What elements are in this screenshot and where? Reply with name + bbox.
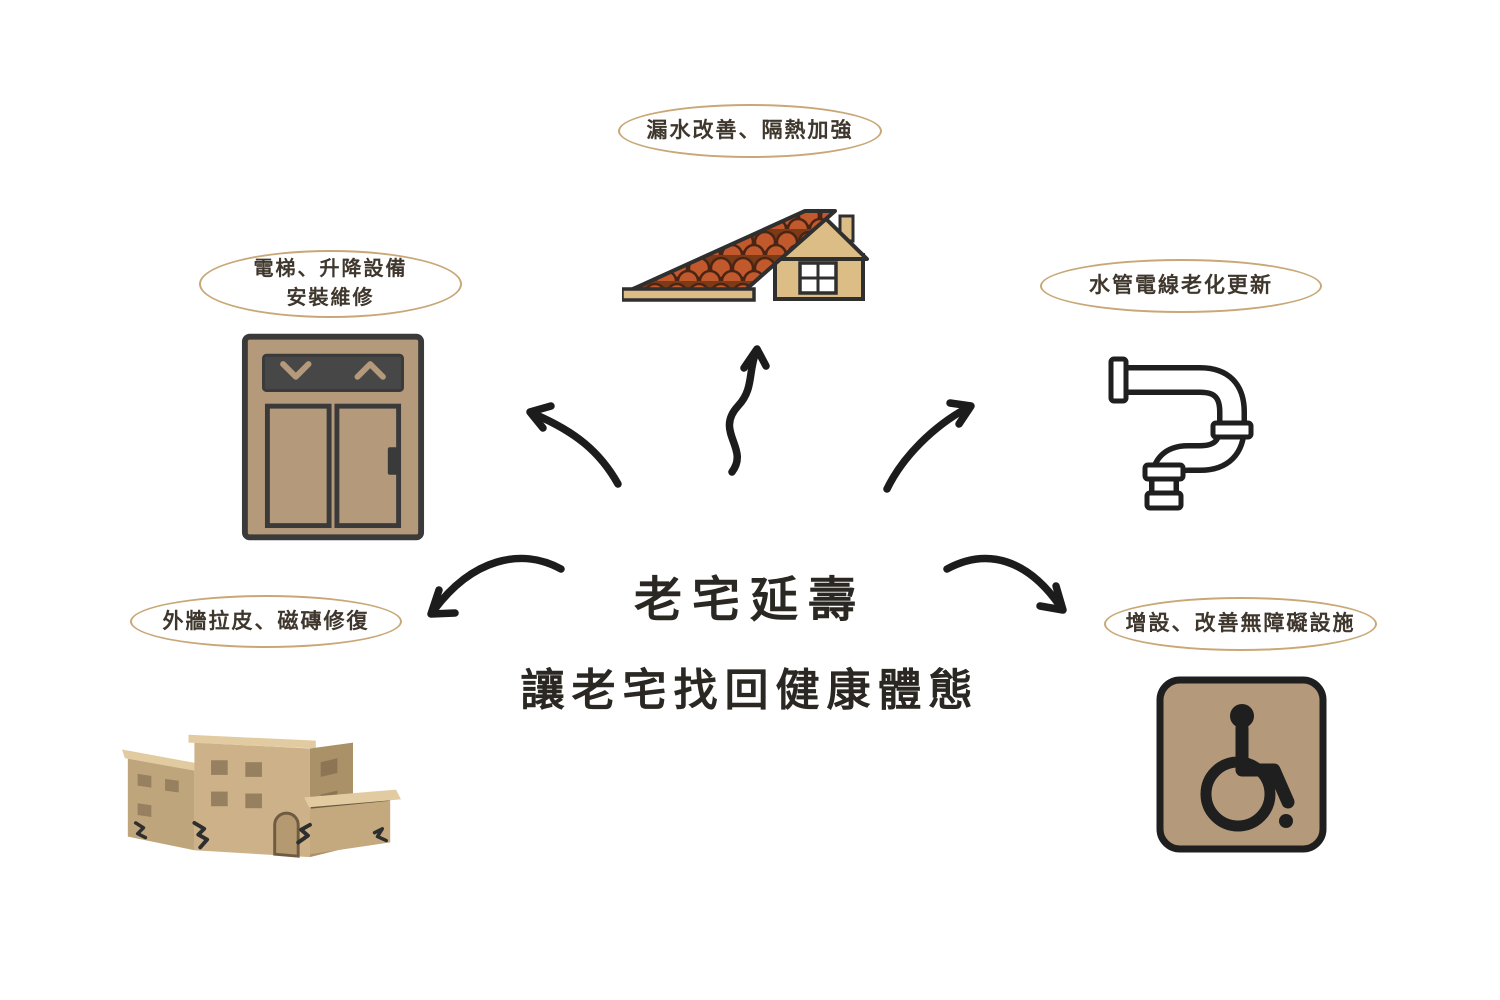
center-title: 老宅延壽 讓老宅找回健康體態 — [521, 560, 980, 718]
arrow-to-roof — [725, 348, 760, 476]
arrow-to-pipes-head — [946, 399, 975, 428]
label-barrier-free-facilities-text: 增設、改善無障礙設施 — [1125, 612, 1356, 636]
center-title-line1: 老宅延壽 — [633, 574, 866, 627]
label-elevator-line1: 電梯、升降設備 — [253, 258, 408, 280]
water-pipes-icon — [1092, 338, 1268, 516]
arrow-to-elevator — [530, 410, 622, 488]
label-pipe-wire-renewal-text: 水管電線老化更新 — [1089, 274, 1273, 298]
center-title-line2: 讓老宅找回健康體態 — [520, 666, 980, 715]
elevator-icon — [240, 330, 426, 544]
wheelchair-accessibility-icon — [1154, 674, 1329, 855]
label-leak-insulation-text: 漏水改善、隔熱加強 — [646, 119, 854, 143]
arrow-to-building — [430, 554, 565, 614]
label-facade-tile-repair-text: 外牆拉皮、磁磚修復 — [162, 609, 370, 633]
tiled-roof-house-icon — [622, 203, 874, 303]
arrow-to-roof-head — [740, 345, 770, 372]
label-leak-insulation: 漏水改善、隔熱加強 — [618, 104, 882, 158]
label-barrier-free-facilities: 增設、改善無障礙設施 — [1104, 597, 1377, 651]
label-elevator-line2: 安裝維修 — [286, 287, 375, 309]
label-facade-tile-repair: 外牆拉皮、磁磚修復 — [130, 595, 402, 648]
arrow-to-wheelchair-head — [1036, 582, 1067, 614]
label-elevator-maintenance: 電梯、升降設備 安裝維修 — [199, 250, 462, 318]
label-pipe-wire-renewal: 水管電線老化更新 — [1040, 259, 1322, 313]
arrow-to-building-head — [427, 586, 459, 618]
old-building-icon — [115, 678, 405, 864]
arrow-to-pipes — [883, 404, 971, 493]
arrow-to-elevator-head — [526, 402, 555, 432]
arrow-to-wheelchair — [943, 554, 1064, 610]
